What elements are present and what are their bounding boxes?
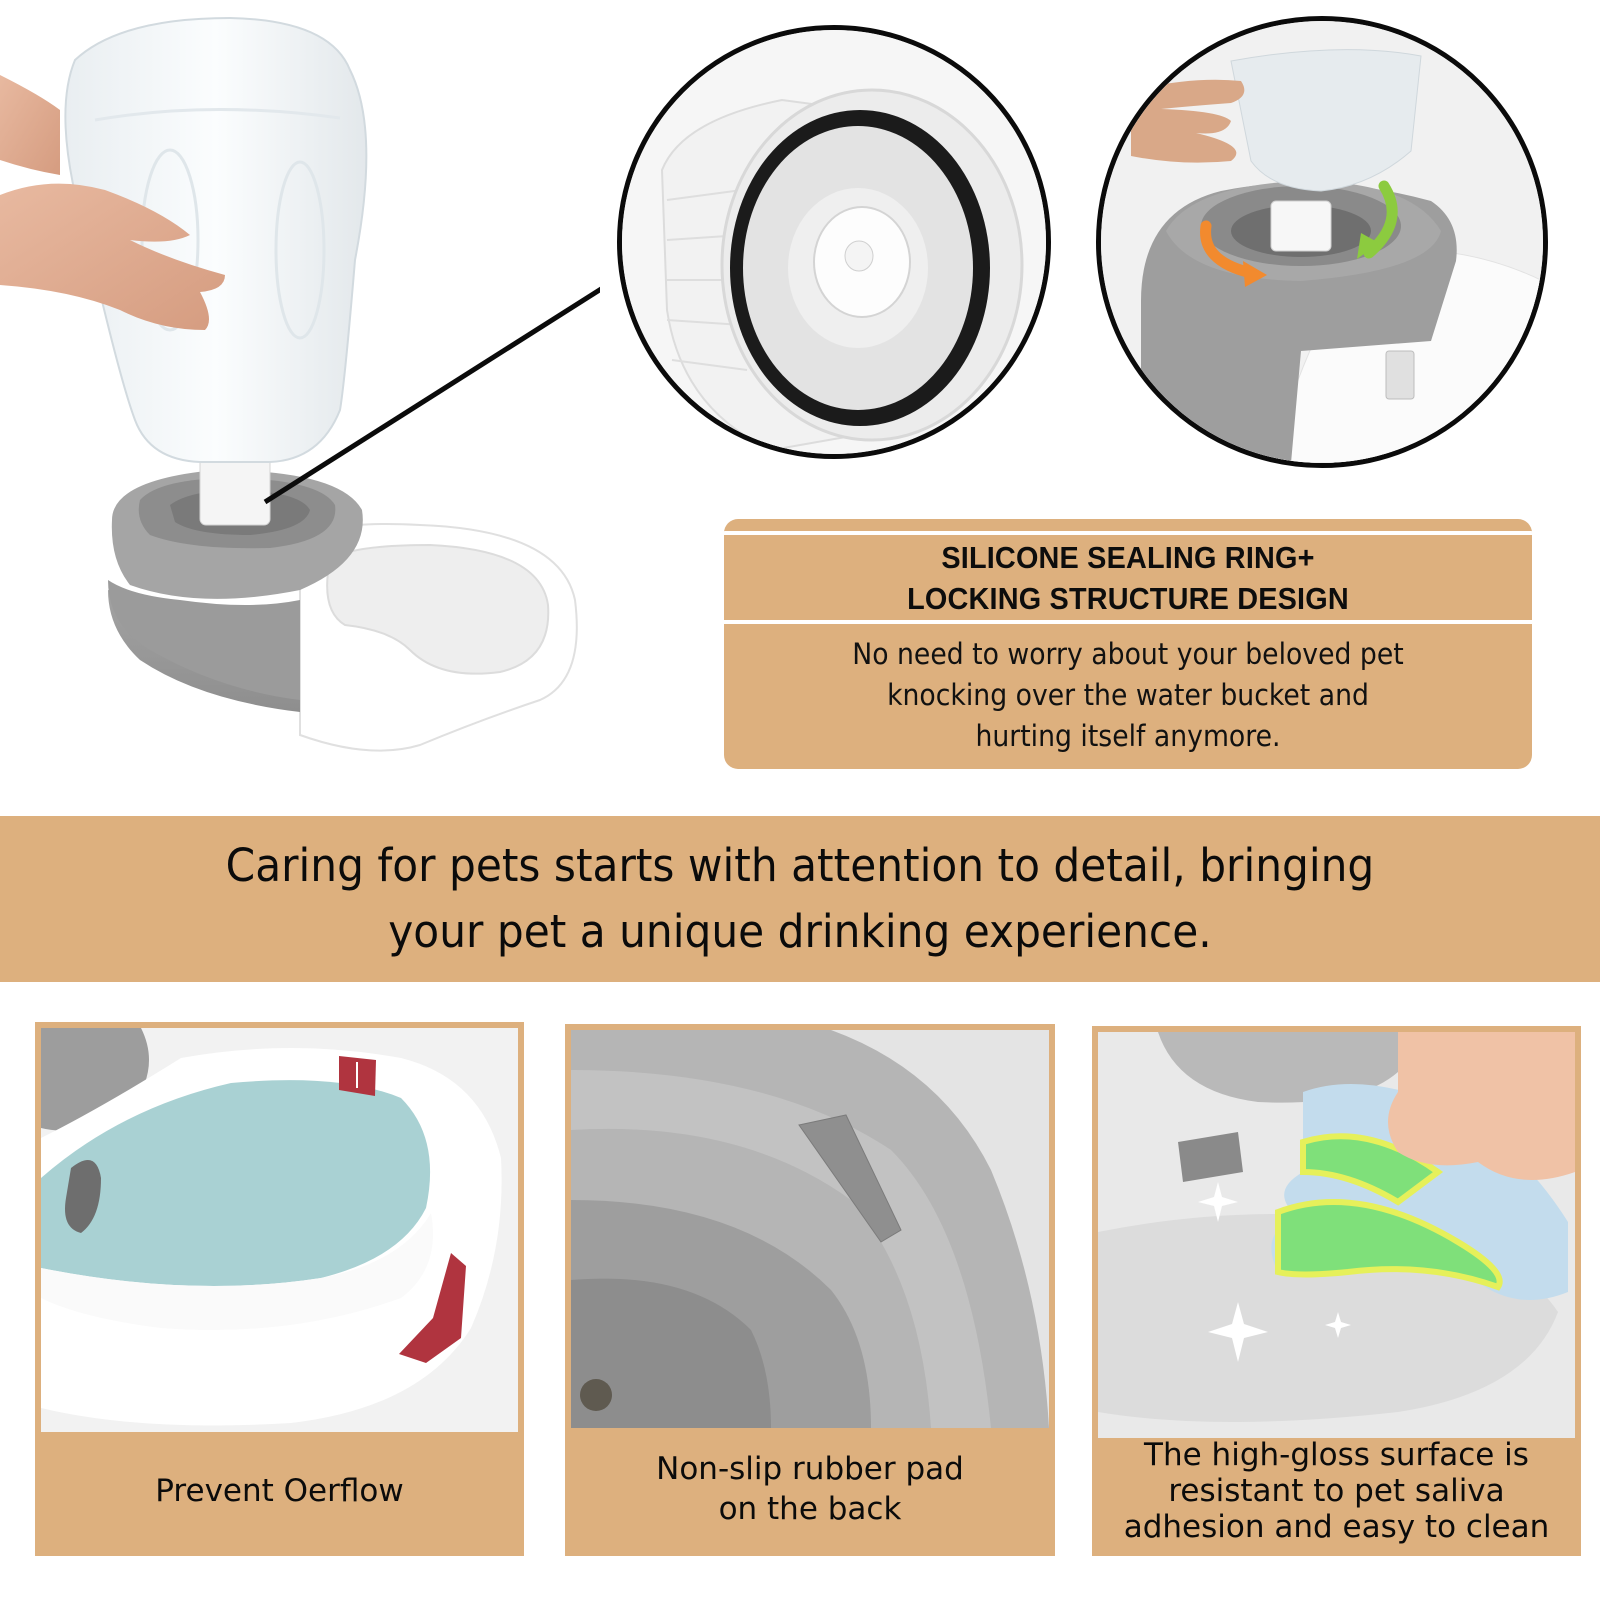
hero-product-image <box>0 0 600 780</box>
feature-title: SILICONE SEALING RING+ LOCKING STRUCTURE… <box>752 537 1503 619</box>
panel-photo-bowl <box>41 1028 518 1432</box>
bottle-cap-illustration <box>622 30 1046 454</box>
feature-title-line: LOCKING STRUCTURE DESIGN <box>907 581 1349 616</box>
feature-body-line: hurting itself anymore. <box>975 718 1281 753</box>
zoom-circle-twist-lock <box>1096 16 1548 468</box>
feature-body-line: No need to worry about your beloved pet <box>852 636 1404 671</box>
feature-description: No need to worry about your beloved pet … <box>756 627 1499 763</box>
feature-panel-easy-clean: The high-gloss surface is resistant to p… <box>1092 1026 1581 1556</box>
caption-line: resistant to pet saliva <box>1168 1473 1505 1509</box>
tagline-line: your pet a unique drinking experience. <box>388 905 1212 958</box>
feature-title-line: SILICONE SEALING RING+ <box>941 540 1315 575</box>
feature-panel-overflow: Prevent Oerflow <box>35 1022 524 1556</box>
tagline-banner: Caring for pets starts with attention to… <box>0 816 1600 982</box>
zoom-circle-seal-ring <box>617 25 1051 459</box>
divider <box>724 531 1532 535</box>
divider <box>724 620 1532 624</box>
panel-photo-underside <box>571 1030 1049 1428</box>
feature-callout-box: SILICONE SEALING RING+ LOCKING STRUCTURE… <box>724 519 1532 769</box>
caption-line: Non-slip rubber pad <box>656 1451 964 1487</box>
panel-photo-cleaning <box>1098 1032 1575 1438</box>
caption-line: on the back <box>718 1491 902 1527</box>
panel-caption: The high-gloss surface is resistant to p… <box>1098 1430 1575 1550</box>
feature-body-line: knocking over the water bucket and <box>887 677 1369 712</box>
tagline-line: Caring for pets starts with attention to… <box>225 839 1375 892</box>
caption-line: adhesion and easy to clean <box>1123 1509 1550 1545</box>
panel-caption: Prevent Oerflow <box>41 1432 518 1550</box>
panel-caption: Non-slip rubber pad on the back <box>571 1428 1049 1550</box>
caption-line: The high-gloss surface is <box>1144 1437 1529 1473</box>
caption-line: Prevent Oerflow <box>155 1473 404 1509</box>
twist-lock-illustration <box>1101 21 1543 463</box>
feature-panel-non-slip: Non-slip rubber pad on the back <box>565 1024 1055 1556</box>
